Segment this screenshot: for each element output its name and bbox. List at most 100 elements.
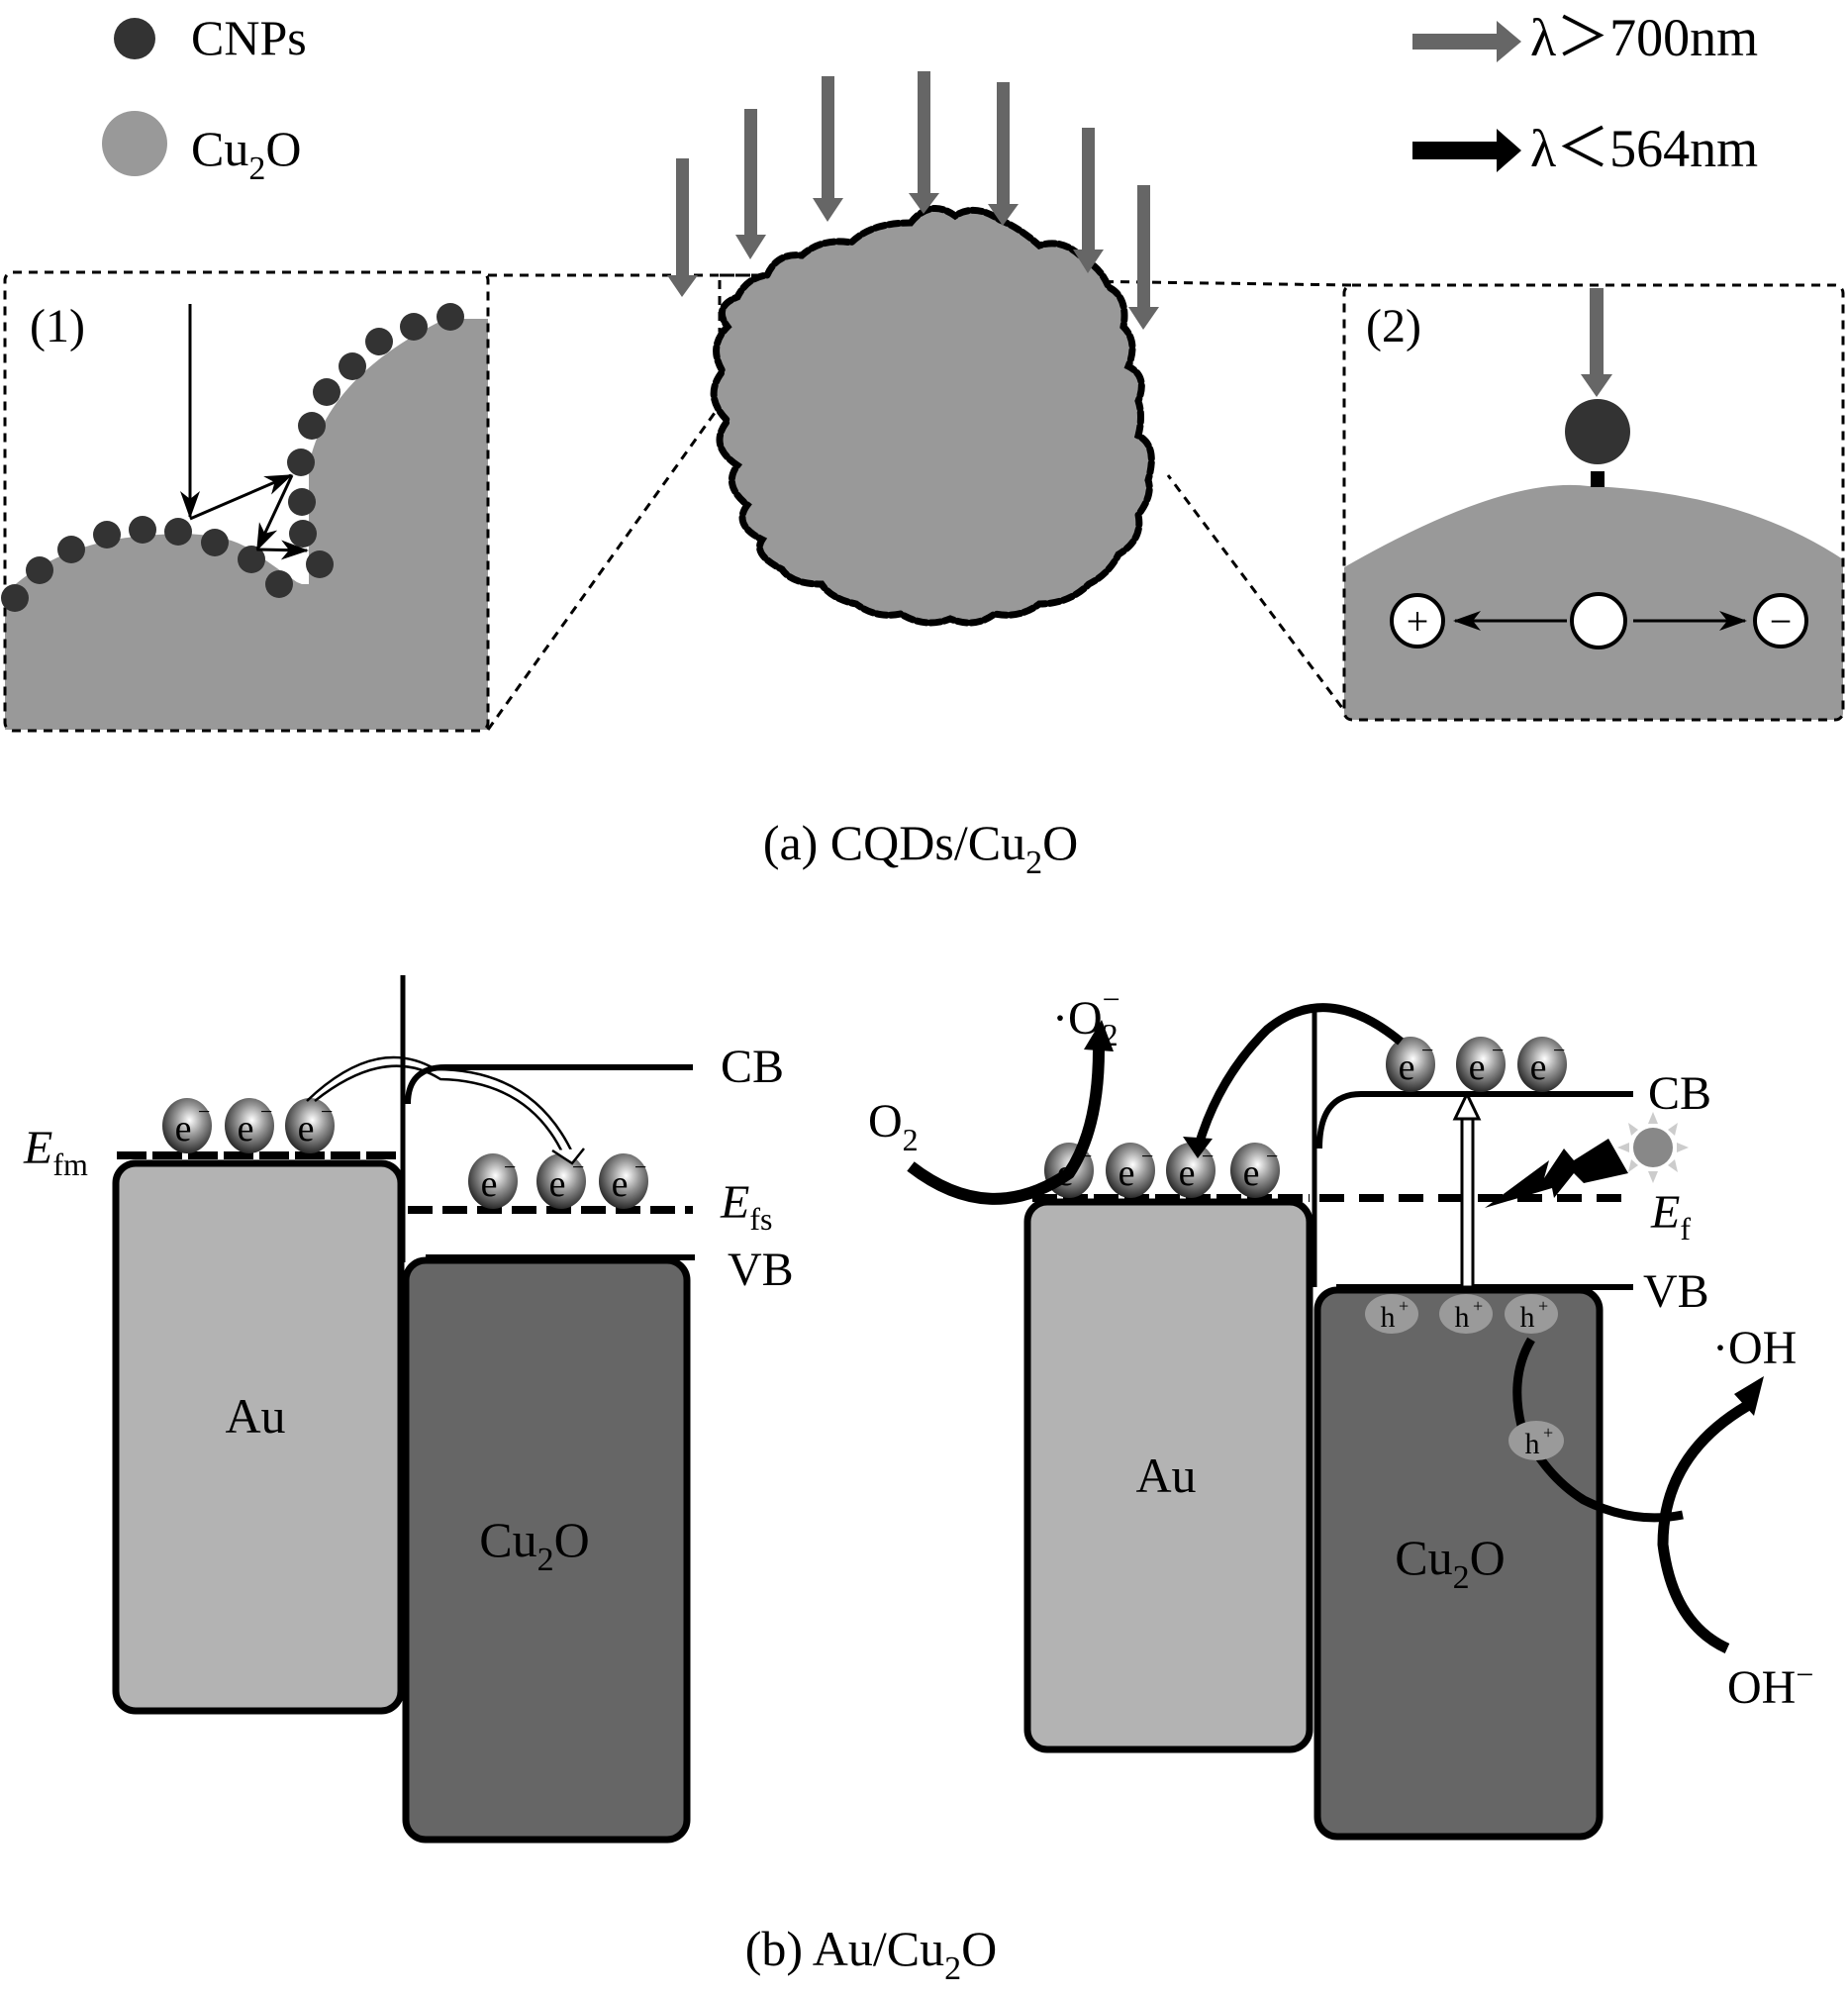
cu2o-label-left: Cu2O [479, 1512, 589, 1578]
inset-1-light-path-arrows [180, 304, 309, 560]
panel-a-caption: (a) CQDs/Cu2O [763, 815, 1078, 881]
svg-text:−: − [1266, 1144, 1278, 1168]
svg-text:h: h [1455, 1301, 1470, 1334]
svg-text:e: e [1179, 1152, 1196, 1194]
electron-symbol [1753, 593, 1808, 649]
svg-text:e: e [481, 1163, 498, 1205]
legend: CNPs Cu2O λ＞700nm λ＜564nm [102, 8, 1758, 187]
au-block-left [112, 1159, 405, 1715]
svg-text:+: + [1473, 1296, 1483, 1316]
inset-1-cnp-particles [1, 303, 464, 612]
svg-text:−: − [321, 1099, 333, 1124]
cb-line-left [405, 1064, 693, 1105]
svg-text:e: e [298, 1108, 315, 1149]
cnps-legend-label: CNPs [191, 10, 307, 65]
cu2o-particle-body [710, 205, 1155, 627]
inset-1-substrate [5, 319, 488, 730]
exciton-symbol [1570, 592, 1627, 649]
hydroxyl-radical-label: ·OH [1712, 1322, 1797, 1374]
inset-2-frame [1342, 283, 1845, 722]
cb-label-right: CB [1648, 1067, 1711, 1120]
svg-text:e: e [1469, 1047, 1486, 1088]
hydroxide-label: OH− [1727, 1656, 1813, 1714]
svg-text:e: e [1119, 1152, 1135, 1194]
long-wavelength-arrow-icon [1412, 21, 1521, 62]
svg-text:h: h [1381, 1301, 1396, 1334]
inset-1: (1) [1, 270, 490, 733]
svg-text:−: − [1492, 1038, 1504, 1062]
electron-transfer-arrow-left [306, 1055, 585, 1165]
electrons-cb-right: e− e− e− [1386, 1037, 1567, 1092]
inset-2-light-arrow-icon [1581, 288, 1612, 397]
light-arrow-icon [909, 71, 939, 214]
light-arrow-icon [1128, 185, 1159, 330]
o2-reduction-arrowhead [1084, 1020, 1114, 1051]
long-wavelength-label: λ＞700nm [1530, 8, 1758, 67]
svg-text:−: − [1141, 1144, 1153, 1168]
svg-text:e: e [612, 1163, 629, 1205]
incident-light-arrows [667, 71, 1159, 330]
inset-2-label: (2) [1366, 300, 1421, 352]
inset-1-label: (1) [30, 300, 85, 352]
svg-text:−: − [260, 1099, 272, 1124]
light-arrow-icon [813, 76, 843, 222]
panel-b-caption: (b) Au/Cu2O [745, 1921, 998, 1987]
inset-1-frame [3, 270, 490, 733]
short-wavelength-label: λ＜564nm [1530, 119, 1758, 178]
cb-label-left: CB [721, 1041, 784, 1093]
panel-b-right: CB VB Ef e− e− e− [868, 981, 1813, 1841]
svg-text:−: − [504, 1154, 516, 1179]
hole-sign: + [1407, 599, 1429, 644]
superoxide-label: ·O2− [1052, 981, 1120, 1052]
efs-label: Efs [720, 1176, 772, 1237]
cu2o-label-right: Cu2O [1395, 1530, 1505, 1596]
electron-transfer-arrow-right [1193, 1003, 1404, 1150]
au-label-left: Au [225, 1388, 285, 1444]
svg-text:e: e [1399, 1047, 1415, 1088]
panel-b-left: CB VB Efm Efs e− e− e− e− e− e− Au Cu2O [23, 975, 794, 1844]
svg-text:−: − [634, 1154, 646, 1179]
au-label-right: Au [1135, 1448, 1196, 1503]
svg-text:−: − [1421, 1038, 1433, 1062]
electrons-metal-left: e− e− e− [162, 1098, 335, 1153]
o2-label: O2 [868, 1095, 919, 1157]
svg-text:+: + [1538, 1296, 1548, 1316]
svg-text:h: h [1520, 1301, 1535, 1334]
light-arrow-icon [667, 158, 698, 297]
svg-text:e: e [549, 1163, 566, 1205]
panel-a: (1) [1, 71, 1845, 881]
svg-text:e: e [1530, 1047, 1547, 1088]
hole-symbol [1390, 593, 1445, 649]
cu2o-particle-with-cnps [710, 205, 1155, 627]
cu2o-legend-label: Cu2O [191, 121, 301, 187]
svg-text:e: e [175, 1108, 192, 1149]
short-wavelength-arrow-icon [1412, 129, 1521, 172]
vb-label-right: VB [1643, 1265, 1709, 1318]
light-arrow-icon [735, 109, 766, 259]
svg-text:e: e [238, 1108, 254, 1149]
o2-reduction-arrow [907, 1048, 1105, 1205]
inset-2-cnp-particle [1565, 399, 1630, 464]
svg-text:−: − [1553, 1038, 1565, 1062]
svg-text:e: e [1243, 1152, 1260, 1194]
oxidation-arrow [1657, 1401, 1750, 1654]
electrons-semiconductor-left: e− e− e− [468, 1153, 648, 1209]
excitation-arrow [1452, 1090, 1482, 1289]
inset-2: (2) + − [1342, 283, 1845, 722]
efm-label: Efm [23, 1122, 88, 1182]
lightning-icon [1485, 1139, 1628, 1208]
hole-migrating: h+ [1508, 1421, 1564, 1460]
svg-text:+: + [1543, 1423, 1553, 1443]
vb-label-left: VB [728, 1244, 794, 1296]
cb-line-right [1316, 1091, 1633, 1149]
electron-transfer-arrowhead [1183, 1137, 1213, 1158]
svg-text:+: + [1399, 1296, 1409, 1316]
cnps-legend-marker [114, 18, 155, 59]
light-arrow-icon [1073, 128, 1104, 273]
electron-sign: − [1770, 599, 1793, 644]
svg-text:−: − [198, 1099, 210, 1124]
holes-vb: h+ h+ h+ [1365, 1294, 1558, 1334]
hole-migration-arrow [1512, 1337, 1684, 1523]
oxidation-arrowhead [1734, 1376, 1764, 1416]
